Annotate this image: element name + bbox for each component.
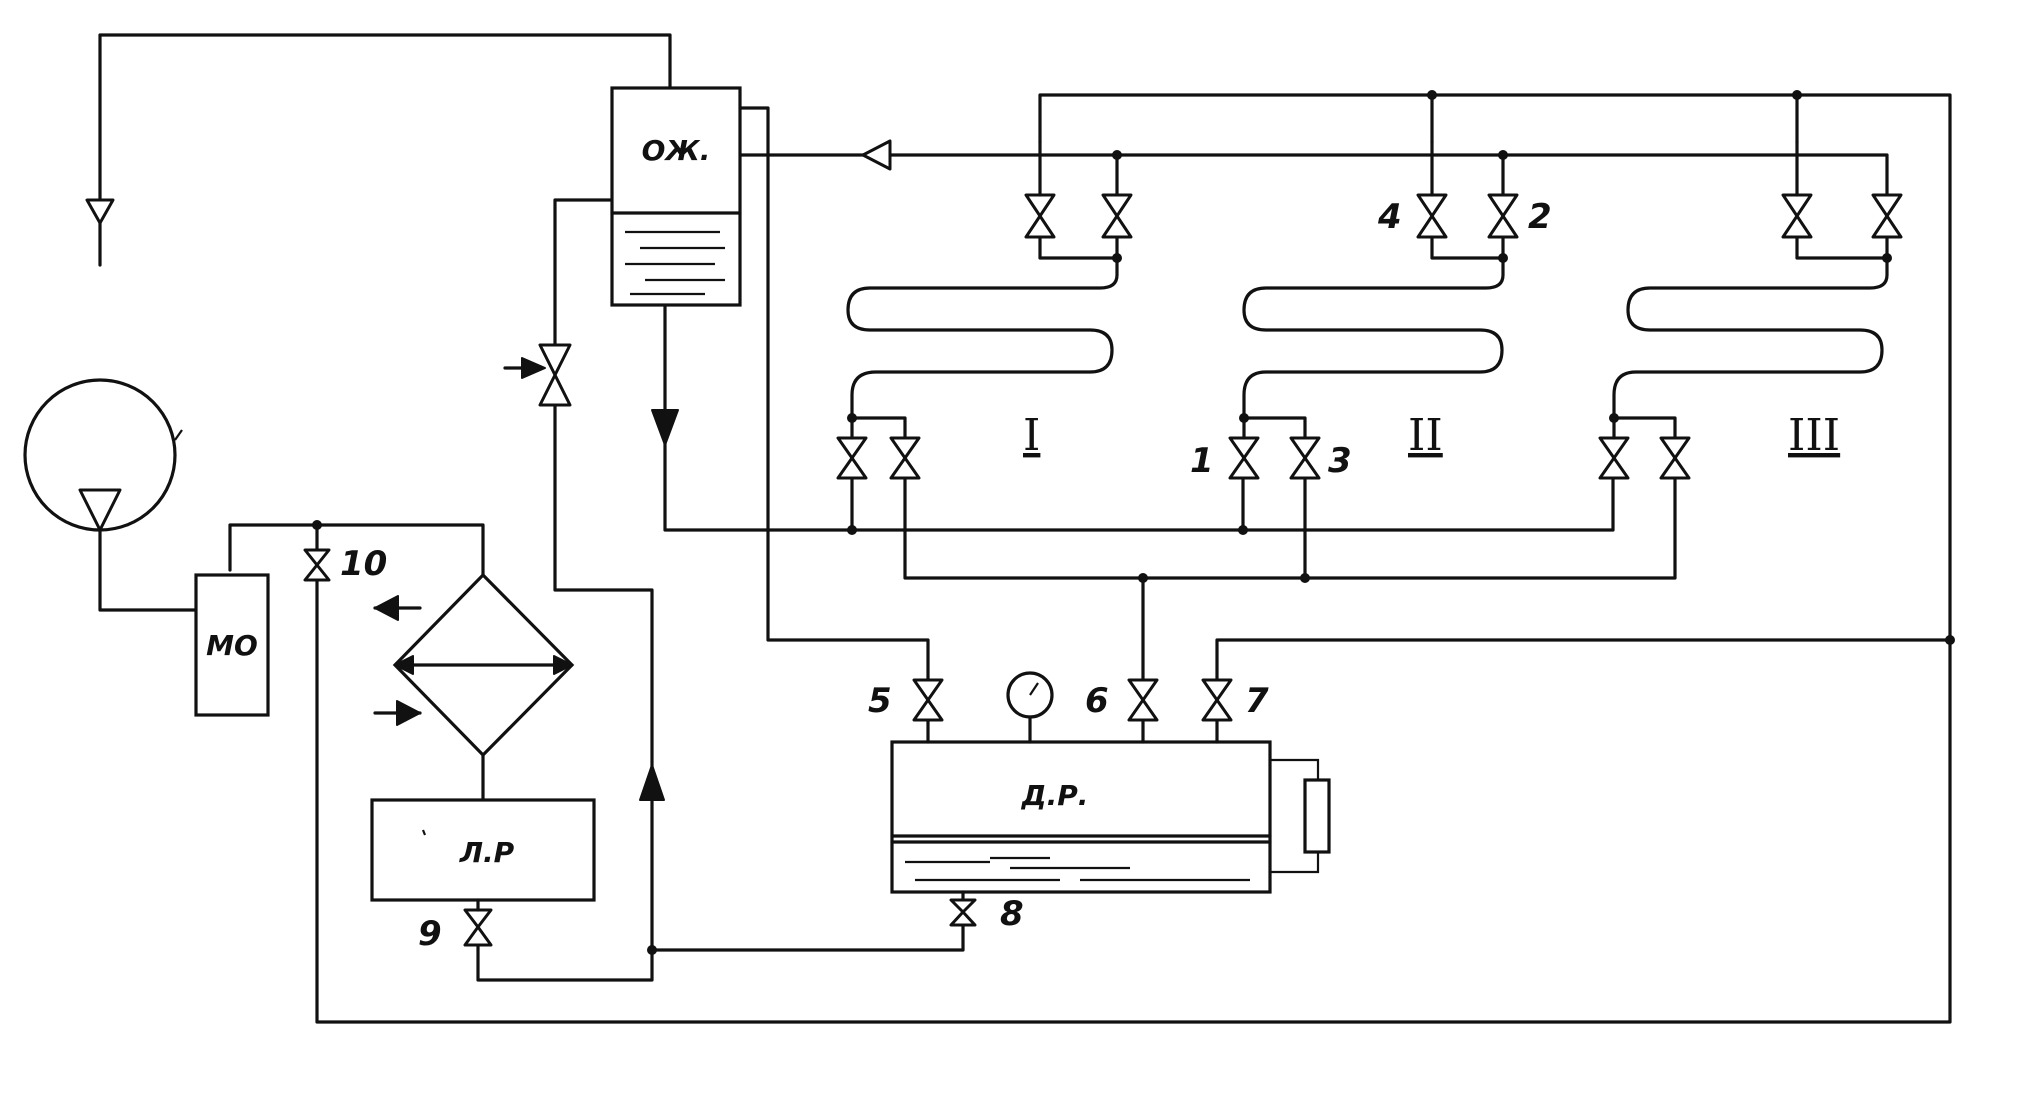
liquid-separator: ОЖ.: [610, 86, 742, 307]
valve-label-4: 4: [1377, 197, 1402, 237]
section-label-2: II: [1408, 410, 1443, 461]
junction-dots: [312, 90, 1955, 955]
valve-label-10: 10: [340, 544, 387, 584]
flow-arrow-return-line: [639, 764, 665, 801]
linear-receiver-label: Л.Р: [459, 836, 515, 869]
throttle-valve: [503, 343, 572, 407]
valve-label-7: 7: [1245, 681, 1269, 721]
valve-labels: 1 2 3 4 5 6 7 8 9 10: [340, 197, 1552, 954]
compressor: [23, 378, 183, 532]
valve-label-8: 8: [1000, 894, 1024, 934]
valve-label-6: 6: [1085, 681, 1109, 721]
valve-label-5: 5: [868, 681, 892, 721]
section-label-1: I: [1023, 410, 1040, 461]
evaporator-coil-1: [846, 235, 1119, 440]
valve-label-3: 3: [1328, 441, 1352, 481]
evaporator-coil-3: [1612, 235, 1889, 440]
section-labels: I II III: [1023, 410, 1840, 461]
liquid-separator-label: ОЖ.: [642, 134, 711, 167]
flow-arrow-top-left: [85, 198, 115, 225]
evaporator-coil-2: [1242, 235, 1505, 440]
section-label-3: III: [1788, 410, 1840, 461]
valve-label-1: 1: [1190, 441, 1214, 481]
condenser: [373, 572, 575, 758]
drainage-receiver-label: Д.Р.: [1021, 779, 1089, 812]
drainage-receiver: Д.Р.: [890, 671, 1331, 902]
valve-label-9: 9: [418, 914, 442, 954]
valve-label-2: 2: [1528, 197, 1552, 237]
oil-separator: МО: [194, 573, 270, 717]
flow-arrow-liquid-line: [861, 139, 892, 171]
valves: [303, 140, 1903, 947]
oil-separator-label: МО: [206, 629, 258, 662]
linear-receiver: Л.Р: [370, 798, 596, 902]
flow-arrow-receiver-outlet: [651, 409, 679, 446]
